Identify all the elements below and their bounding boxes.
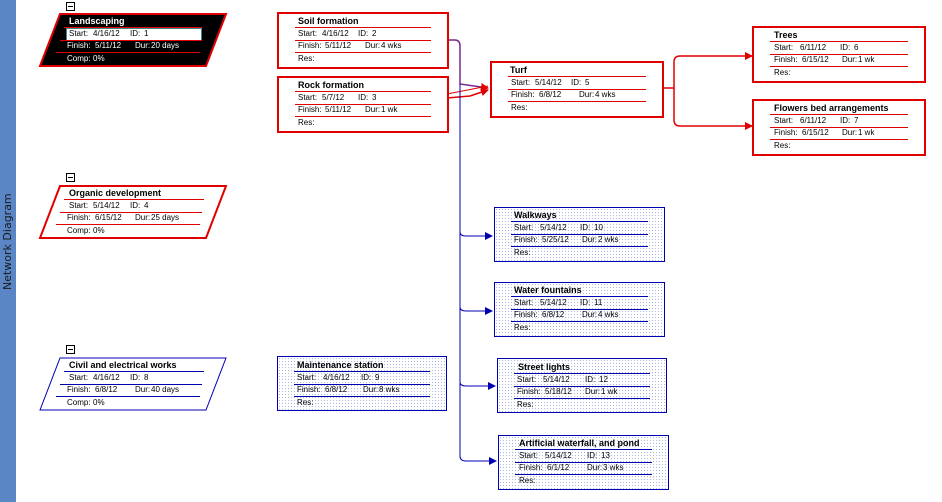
task-title: Street lights	[518, 362, 571, 372]
task-title: Artificial waterfall, and pond	[519, 438, 640, 448]
finish-value: 6/8/12	[95, 385, 118, 394]
start-value: 4/16/12	[322, 29, 349, 38]
id-value: 12	[599, 375, 608, 384]
task-title: Water fountains	[514, 285, 582, 295]
duration-value: 4 wks	[598, 310, 619, 319]
finish-value: 6/15/12	[802, 55, 829, 64]
finish-value: 5/18/12	[545, 387, 572, 396]
complete-value: 0%	[93, 398, 105, 407]
finish-value: 6/8/12	[539, 90, 562, 99]
complete-value: 0%	[93, 54, 105, 63]
duration-value: 40 days	[151, 385, 180, 394]
duration-value: 1 wk	[858, 55, 875, 64]
duration-value: 1 wk	[858, 128, 875, 137]
start-value: 5/14/12	[540, 298, 567, 307]
finish-value: 5/25/12	[542, 235, 569, 244]
start-value: 5/14/12	[540, 223, 567, 232]
start-value: 5/7/12	[322, 93, 345, 102]
task-title: Turf	[510, 65, 527, 75]
task-title: Trees	[774, 30, 798, 40]
id-value: 8	[144, 373, 149, 382]
task-title: Walkways	[514, 210, 557, 220]
duration-value: 4 wks	[381, 41, 402, 50]
task-title: Soil formation	[298, 16, 359, 26]
duration-value: 3 wks	[603, 463, 624, 472]
view-bar[interactable]: Network Diagram	[0, 0, 16, 502]
summary-title: Civil and electrical works	[69, 360, 177, 370]
start-value: 4/16/12	[323, 373, 350, 382]
duration-value: 25 days	[151, 213, 180, 222]
id-value: 4	[144, 201, 149, 210]
start-value: 5/14/12	[93, 201, 120, 210]
id-value: 9	[375, 373, 380, 382]
task-node-artificial-waterfall[interactable]: Artificial waterfall, and pond Start:5/1…	[498, 435, 669, 490]
duration-value: 1 wk	[601, 387, 618, 396]
id-value: 13	[601, 451, 610, 460]
start-value: 4/16/12	[93, 373, 120, 382]
start-value: 6/11/12	[800, 116, 827, 125]
task-title: Rock formation	[298, 80, 365, 90]
duration-value: 20 days	[151, 41, 180, 50]
duration-value: 4 wks	[595, 90, 616, 99]
task-title: Maintenance station	[297, 360, 384, 370]
start-value: 5/14/12	[545, 451, 572, 460]
collapse-toggle-landscaping[interactable]	[66, 2, 75, 11]
duration-value: 1 wk	[381, 105, 398, 114]
id-value: 7	[854, 116, 859, 125]
duration-value: 2 wks	[598, 235, 619, 244]
id-value: 10	[594, 223, 603, 232]
task-title: Flowers bed arrangements	[774, 103, 889, 113]
start-value: 6/11/12	[800, 43, 827, 52]
summary-node-civil-electrical[interactable]: Civil and electrical works Start:4/16/12…	[40, 358, 226, 410]
id-value: 6	[854, 43, 859, 52]
finish-value: 5/11/12	[325, 41, 352, 50]
finish-value: 5/11/12	[325, 105, 352, 114]
summary-title: Landscaping	[69, 16, 125, 26]
summary-title: Organic development	[69, 188, 162, 198]
start-value: 5/14/12	[543, 375, 570, 384]
duration-value: 8 wks	[379, 385, 400, 394]
start-value: 5/14/12	[535, 78, 562, 87]
complete-value: 0%	[93, 226, 105, 235]
finish-value: 6/1/12	[547, 463, 570, 472]
finish-value: 6/15/12	[95, 213, 122, 222]
finish-value: 6/8/12	[542, 310, 565, 319]
collapse-toggle-civil[interactable]	[66, 345, 75, 354]
finish-value: 6/8/12	[325, 385, 348, 394]
finish-value: 5/11/12	[95, 41, 122, 50]
id-value: 1	[144, 29, 149, 38]
collapse-toggle-organic[interactable]	[66, 173, 75, 182]
id-value: 2	[372, 29, 377, 38]
finish-value: 6/15/12	[802, 128, 829, 137]
id-value: 11	[594, 298, 603, 307]
id-value: 3	[372, 93, 377, 102]
start-value: 4/16/12	[93, 29, 120, 38]
id-value: 5	[585, 78, 590, 87]
